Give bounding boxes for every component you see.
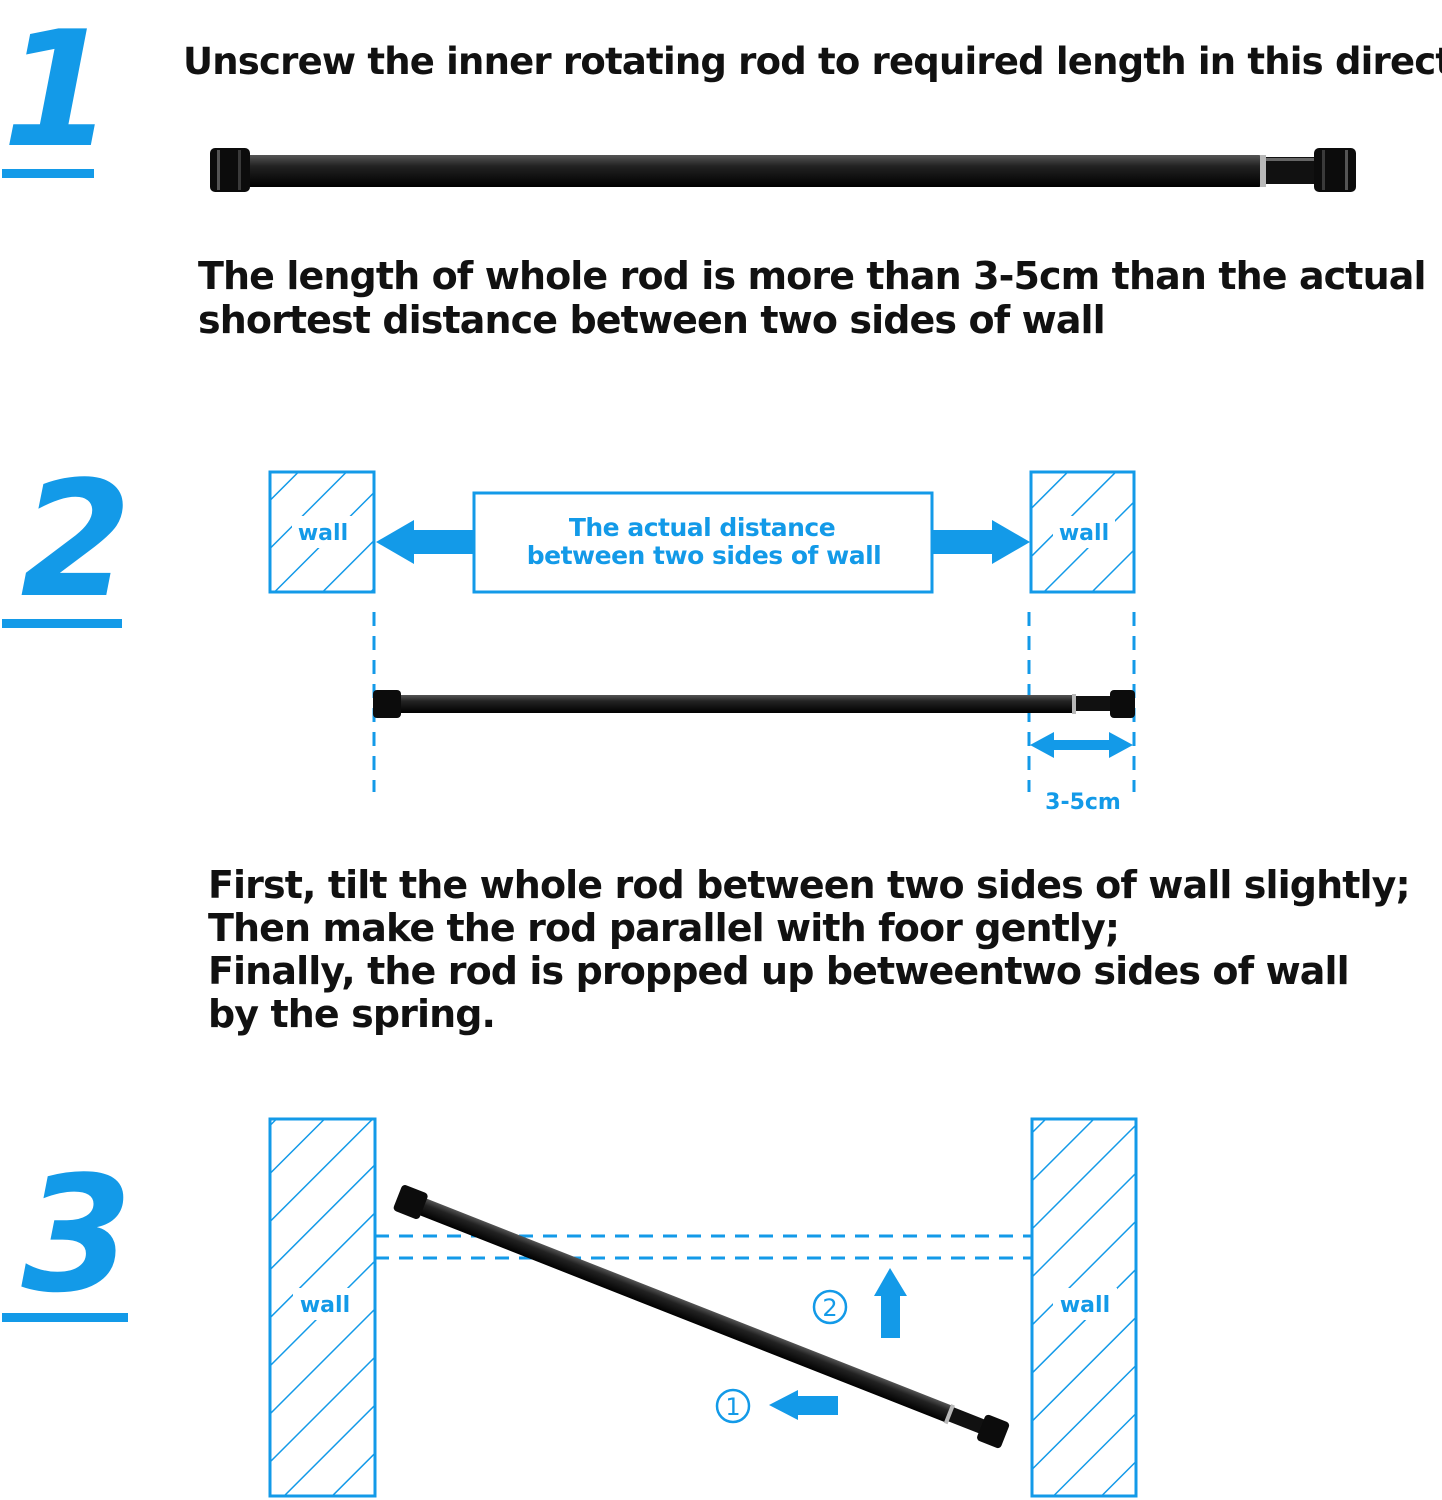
step-2-right-wall — [1029, 470, 1136, 594]
step-1-underline — [2, 169, 94, 178]
distance-label-line-1: The actual distance — [569, 513, 835, 542]
step-1-instruction: Unscrew the inner rotating rod to requir… — [183, 40, 1442, 83]
marker-2-number: 2 — [822, 1294, 837, 1322]
step-1-number: 1 — [2, 0, 113, 183]
instruction-line-1: First, tilt the whole rod between two si… — [208, 863, 1411, 907]
step-1-note: The length of whole rod is more than 3-5… — [198, 254, 1426, 342]
marker-1-number: 1 — [725, 1393, 740, 1421]
distance-arrow-right — [932, 520, 1030, 564]
marker-1-arrow — [769, 1390, 838, 1420]
marker-2-arrow — [874, 1268, 907, 1338]
extra-length-arrow — [1030, 732, 1133, 758]
step-1-note-line: shortest distance between two sides of w… — [198, 298, 1106, 342]
step-3-underline — [2, 1313, 128, 1322]
instruction-line-4: by the spring. — [208, 992, 496, 1036]
distance-arrow-left — [376, 520, 474, 564]
step-2-underline — [2, 619, 122, 628]
step-2-rod — [373, 690, 1135, 718]
step-3-left-wall — [268, 1117, 377, 1498]
step-1-rod — [210, 148, 1356, 192]
step-1-note-line: The length of whole rod is more than 3-5… — [198, 254, 1426, 298]
step-2-instructions: First, tilt the whole rod between two si… — [208, 863, 1411, 1036]
extra-length-label: 3-5cm — [1045, 790, 1121, 815]
marker-1-circle — [715, 1388, 751, 1424]
step-2-guide-lines — [372, 612, 1136, 792]
marker-2-circle — [812, 1289, 848, 1325]
step-3-tilted-rod — [393, 1185, 1010, 1449]
step-2-right-wall-label: wall — [1059, 521, 1109, 546]
step-3-left-wall-label: wall — [300, 1293, 350, 1318]
step-3-number: 3 — [21, 1141, 132, 1328]
instruction-line-2: Then make the rod parallel with foor gen… — [208, 906, 1120, 950]
step-3-right-wall-label: wall — [1060, 1293, 1110, 1318]
distance-label-line-2: between two sides of wall — [527, 541, 881, 570]
step-3-target-lines — [375, 1234, 1032, 1260]
instruction-line-3: Finally, the rod is propped up betweentw… — [208, 949, 1350, 993]
step-2-left-wall — [268, 470, 376, 594]
step-3-right-wall — [1030, 1117, 1138, 1498]
step-2-left-wall-label: wall — [298, 521, 348, 546]
step-2-number: 2 — [20, 446, 131, 633]
